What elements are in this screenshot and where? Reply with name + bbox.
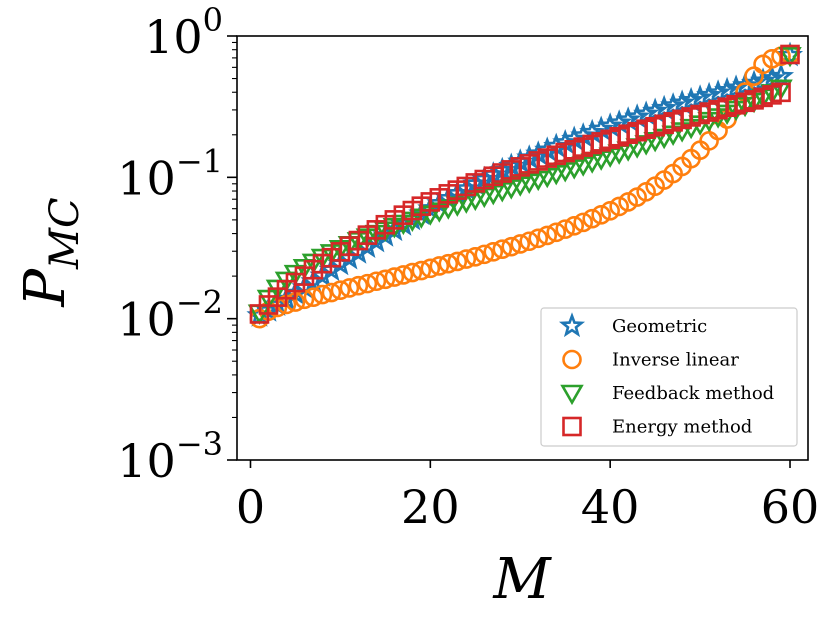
data-point (303, 287, 324, 307)
legend-label: Energy method (612, 417, 752, 438)
data-point (330, 280, 351, 301)
data-point (492, 239, 513, 260)
x-tick-label: 0 (236, 480, 265, 534)
data-point (393, 265, 414, 285)
data-point (555, 219, 576, 239)
data-point (357, 273, 378, 294)
data-point (402, 262, 423, 283)
data-point (474, 244, 495, 265)
data-point (705, 79, 732, 105)
data-point (687, 84, 714, 110)
data-point (732, 72, 759, 97)
series-layer (246, 41, 804, 329)
data-point (609, 196, 629, 217)
legend-marker (558, 312, 586, 338)
data-point (411, 260, 432, 281)
data-point (600, 200, 620, 221)
data-point (438, 253, 459, 274)
y-tick-label: 10−2 (117, 284, 223, 347)
data-point (429, 256, 450, 276)
data-point (501, 236, 522, 257)
series-square (249, 44, 800, 324)
data-point (321, 282, 342, 303)
y-tick-label: 100 (144, 1, 223, 64)
legend-label: Feedback method (612, 383, 774, 404)
legend-label: Inverse linear (612, 350, 739, 371)
data-point (582, 208, 602, 229)
data-point (564, 216, 585, 236)
svg-text:PMC: PMC (13, 197, 88, 307)
data-point (384, 267, 405, 287)
data-point (519, 231, 540, 252)
x-tick-label: 40 (581, 480, 640, 534)
data-point (696, 81, 723, 107)
data-point (339, 278, 360, 298)
legend-box (540, 307, 798, 447)
legend-label: Geometric (612, 316, 707, 337)
data-point (769, 79, 793, 100)
data-point (778, 47, 802, 68)
data-point (591, 205, 611, 225)
y-tick-label: 10−3 (117, 425, 223, 488)
series-triangle-down (247, 47, 802, 325)
data-point (312, 284, 333, 305)
y-tick-label: 10−1 (117, 142, 223, 205)
x-tick-label: 20 (401, 480, 460, 534)
x-tick-label: 60 (761, 480, 820, 534)
data-point (447, 251, 468, 272)
legend-marker (562, 349, 582, 370)
data-point (465, 246, 486, 267)
data-point (348, 275, 369, 296)
data-point (510, 234, 531, 254)
data-point (573, 212, 593, 233)
plot-frame (236, 35, 809, 461)
x-axis: 0 20 40 60 (236, 460, 819, 534)
data-point (420, 258, 441, 279)
x-axis-label: M (492, 547, 552, 612)
data-point (483, 242, 504, 262)
y-axis-label-subscript: MC (42, 197, 88, 270)
data-point (546, 222, 567, 243)
legend-marker (562, 416, 582, 437)
y-axis: 100 10−1 10−2 10−3 (117, 1, 237, 488)
data-point (714, 76, 741, 102)
data-point (771, 82, 791, 103)
y-axis-label: PMC (13, 197, 88, 307)
data-point (528, 228, 549, 249)
data-point (366, 271, 387, 292)
legend-marker (560, 384, 584, 406)
data-point (780, 44, 800, 65)
y-axis-label-symbol: P (13, 268, 78, 308)
data-point (537, 225, 558, 246)
data-point (456, 249, 477, 269)
data-point (375, 269, 396, 290)
